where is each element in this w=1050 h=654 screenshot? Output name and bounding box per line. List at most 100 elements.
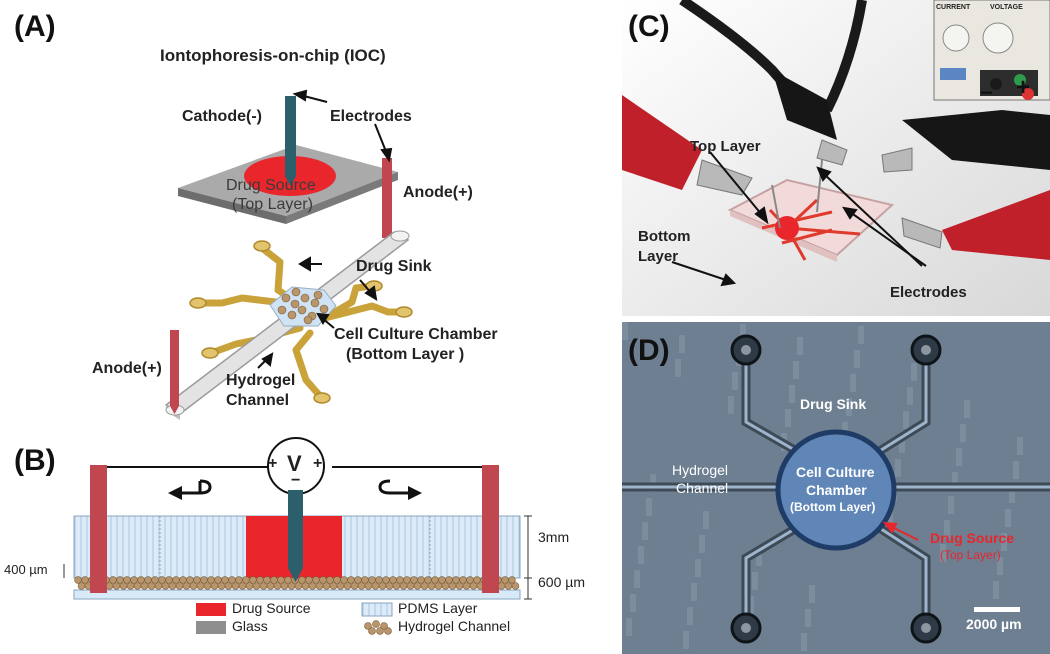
hydrogel-bead [217, 582, 226, 590]
hydrogel-bead [137, 576, 145, 584]
hydrogel-bead [270, 576, 278, 584]
hydrogel-bead [249, 576, 257, 584]
hydrogel-bead [315, 582, 324, 590]
b-cathode [288, 490, 303, 568]
texture-mark [642, 522, 648, 540]
texture-mark [793, 361, 799, 379]
texture-mark [944, 520, 950, 538]
texture-mark [952, 472, 958, 490]
hydrogel-bead [151, 576, 159, 584]
hydrogel-bead [175, 582, 184, 590]
drug-sink-label-a: Drug Sink [356, 258, 432, 275]
texture-mark [846, 398, 852, 416]
texture-mark [858, 326, 864, 344]
hydrogel-bead [74, 576, 82, 584]
texture-mark [911, 363, 917, 381]
hydrogel-bead [273, 582, 282, 590]
cathode-label: Cathode(-) [182, 108, 262, 125]
hydrogel-bead [354, 576, 362, 584]
chamber-label-2: (Bottom Layer ) [346, 346, 465, 363]
texture-mark [801, 633, 807, 651]
hydrogel-bead [333, 576, 341, 584]
hydrogel-bead [406, 582, 415, 590]
d-drug-source-2: (Top Layer) [940, 548, 1001, 562]
hydrogel-bead [445, 576, 453, 584]
panel-d-micrograph [622, 322, 1050, 654]
anode-left-electrode [170, 330, 179, 406]
hydrogel-bead [368, 576, 376, 584]
panel-a-title: Iontophoresis-on-chip (IOC) [160, 46, 386, 65]
hydrogel-bead [448, 582, 457, 590]
hydrogel-bead [410, 576, 418, 584]
texture-mark [728, 396, 734, 414]
hydrogel-bead [389, 576, 397, 584]
hydrogel-bead [203, 582, 212, 590]
chip-drug-source [775, 216, 799, 240]
texture-mark [622, 322, 628, 340]
hydrogel-bead [357, 582, 366, 590]
hydrogel-bead [308, 582, 317, 590]
texture-mark [691, 583, 697, 601]
hydrogel-bead [119, 582, 128, 590]
c-ps-voltage: VOLTAGE [990, 4, 1023, 11]
hydrogel-bead [469, 582, 478, 590]
hydrogel-bead [501, 576, 509, 584]
dim-400: 400 µm [4, 562, 48, 577]
texture-mark [1013, 461, 1019, 479]
hydrogel-bead [375, 576, 383, 584]
texture-mark [695, 559, 701, 577]
hydrogel-bead [245, 582, 254, 590]
hydrogel-bead [298, 576, 306, 584]
c-top-layer: Top Layer [690, 138, 761, 155]
hydrogel-bead [396, 576, 404, 584]
texture-mark [732, 372, 738, 390]
hydrogel-bead [123, 576, 131, 584]
hydrogel-bead [343, 582, 352, 590]
legend-label-glass: Glass [232, 618, 268, 634]
left-current-arrow [180, 481, 202, 495]
hydrogel-bead [340, 576, 348, 584]
hydrogel-bead [266, 582, 275, 590]
hydrogel-bead [200, 576, 208, 584]
right-current-arrow [378, 479, 410, 495]
hydrogel-bead [301, 582, 310, 590]
hydrogel-bead [459, 576, 467, 584]
hydrogel-bead [109, 576, 117, 584]
hydrogel-bead [392, 582, 401, 590]
anode-left-label: Anode(+) [92, 360, 162, 377]
hydrogel-bead [434, 582, 443, 590]
anode-right-label: Anode(+) [403, 184, 473, 201]
texture-mark [646, 498, 652, 516]
hydrogel-bead [144, 576, 152, 584]
hydrogel-bead [193, 576, 201, 584]
hydrogel-bead [256, 576, 264, 584]
hydrogel-bead [235, 576, 243, 584]
hydrogel-bead [417, 576, 425, 584]
hydrogel-bead [452, 576, 460, 584]
texture-mark [679, 335, 685, 353]
hydrogel-bead [242, 576, 250, 584]
hydrogel-bead [112, 582, 121, 590]
hydrogel-label-1: Hydrogel [226, 372, 296, 389]
chamber-label-1: Cell Culture Chamber [334, 326, 498, 343]
texture-mark [899, 435, 905, 453]
texture-mark [626, 618, 632, 636]
texture-mark [789, 385, 795, 403]
texture-mark [956, 448, 962, 466]
texture-mark [1009, 485, 1015, 503]
legend-swatch-hydrogel [364, 620, 392, 635]
texture-mark [960, 424, 966, 442]
hydrogel-bead [81, 576, 89, 584]
hydrogel-bead [130, 576, 138, 584]
hydrogel-bead [294, 582, 303, 590]
b-anode-left [90, 465, 107, 593]
c-bottom-2: Layer [638, 248, 679, 265]
hydrogel-bead [284, 576, 292, 584]
hydrogel-bead [116, 576, 124, 584]
panel-c-photo [622, 0, 1050, 316]
hydrogel-bead [350, 582, 359, 590]
texture-mark [687, 607, 693, 625]
hydrogel-bead [326, 576, 334, 584]
legend-label-hydrogel: Hydrogel Channel [398, 618, 511, 634]
hydrogel-bead [508, 576, 516, 584]
